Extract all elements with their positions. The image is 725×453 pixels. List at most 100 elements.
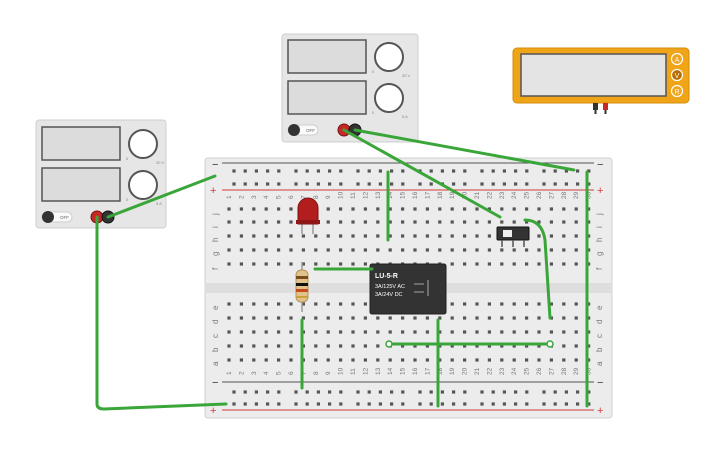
breadboard-hole[interactable] — [537, 344, 541, 348]
rail-hole[interactable] — [491, 402, 495, 406]
rail-hole[interactable] — [328, 390, 332, 394]
breadboard-hole[interactable] — [388, 234, 392, 238]
rail-hole[interactable] — [356, 169, 360, 173]
wire-endpoint-left[interactable] — [385, 340, 393, 348]
breadboard-hole[interactable] — [239, 344, 243, 348]
breadboard-hole[interactable] — [500, 344, 504, 348]
breadboard-hole[interactable] — [314, 330, 318, 334]
rail-hole[interactable] — [243, 390, 247, 394]
breadboard-hole[interactable] — [413, 220, 417, 224]
breadboard-hole[interactable] — [587, 234, 591, 238]
breadboard-hole[interactable] — [289, 330, 293, 334]
breadboard-hole[interactable] — [413, 330, 417, 334]
rail-hole[interactable] — [232, 169, 236, 173]
rail-hole[interactable] — [390, 402, 394, 406]
breadboard-hole[interactable] — [388, 207, 392, 211]
breadboard-hole[interactable] — [549, 248, 553, 252]
breadboard-hole[interactable] — [562, 207, 566, 211]
rail-hole[interactable] — [553, 182, 557, 186]
breadboard-hole[interactable] — [252, 358, 256, 362]
breadboard-hole[interactable] — [277, 262, 281, 266]
rail-hole[interactable] — [277, 182, 281, 186]
breadboard-hole[interactable] — [587, 344, 591, 348]
breadboard-hole[interactable] — [289, 207, 293, 211]
rail-hole[interactable] — [294, 182, 298, 186]
breadboard-hole[interactable] — [562, 234, 566, 238]
breadboard-hole[interactable] — [388, 248, 392, 252]
breadboard-hole[interactable] — [463, 262, 467, 266]
breadboard-hole[interactable] — [339, 234, 343, 238]
breadboard-hole[interactable] — [512, 330, 516, 334]
breadboard-hole[interactable] — [326, 330, 330, 334]
breadboard-hole[interactable] — [475, 234, 479, 238]
rail-hole[interactable] — [542, 182, 546, 186]
rail-hole[interactable] — [243, 402, 247, 406]
breadboard-hole[interactable] — [450, 262, 454, 266]
breadboard-hole[interactable] — [512, 344, 516, 348]
breadboard-hole[interactable] — [549, 302, 553, 306]
rail-hole[interactable] — [452, 182, 456, 186]
slide-switch[interactable] — [496, 226, 530, 247]
rail-hole[interactable] — [525, 402, 529, 406]
breadboard-hole[interactable] — [252, 234, 256, 238]
breadboard-hole[interactable] — [363, 220, 367, 224]
breadboard-hole[interactable] — [574, 358, 578, 362]
breadboard-hole[interactable] — [587, 316, 591, 320]
breadboard-hole[interactable] — [525, 358, 529, 362]
breadboard-hole[interactable] — [537, 248, 541, 252]
breadboard-hole[interactable] — [388, 316, 392, 320]
breadboard-hole[interactable] — [301, 316, 305, 320]
breadboard-hole[interactable] — [239, 316, 243, 320]
breadboard-hole[interactable] — [587, 302, 591, 306]
rail-hole[interactable] — [367, 390, 371, 394]
breadboard-hole[interactable] — [438, 344, 442, 348]
breadboard-hole[interactable] — [425, 330, 429, 334]
breadboard-hole[interactable] — [425, 316, 429, 320]
breadboard-hole[interactable] — [252, 248, 256, 252]
breadboard-hole[interactable] — [549, 234, 553, 238]
rail-hole[interactable] — [367, 169, 371, 173]
breadboard-hole[interactable] — [537, 220, 541, 224]
breadboard-hole[interactable] — [500, 302, 504, 306]
breadboard-hole[interactable] — [227, 262, 231, 266]
breadboard-hole[interactable] — [277, 220, 281, 224]
breadboard-hole[interactable] — [314, 248, 318, 252]
breadboard-hole[interactable] — [289, 316, 293, 320]
breadboard-hole[interactable] — [363, 358, 367, 362]
wire-psu-top-positive-to-switch[interactable] — [342, 128, 502, 219]
rail-hole[interactable] — [587, 390, 591, 394]
breadboard-hole[interactable] — [438, 358, 442, 362]
breadboard-hole[interactable] — [227, 330, 231, 334]
breadboard-hole[interactable] — [438, 316, 442, 320]
rail-hole[interactable] — [418, 182, 422, 186]
breadboard-hole[interactable] — [574, 248, 578, 252]
breadboard-hole[interactable] — [487, 358, 491, 362]
breadboard-hole[interactable] — [413, 248, 417, 252]
breadboard-hole[interactable] — [326, 207, 330, 211]
breadboard-hole[interactable] — [239, 248, 243, 252]
breadboard-hole[interactable] — [549, 220, 553, 224]
breadboard-hole[interactable] — [277, 248, 281, 252]
rail-hole[interactable] — [294, 390, 298, 394]
breadboard-hole[interactable] — [574, 262, 578, 266]
rail-hole[interactable] — [480, 182, 484, 186]
breadboard-hole[interactable] — [376, 344, 380, 348]
breadboard-hole[interactable] — [339, 344, 343, 348]
breadboard-hole[interactable] — [264, 302, 268, 306]
breadboard-hole[interactable] — [425, 248, 429, 252]
breadboard-hole[interactable] — [475, 344, 479, 348]
breadboard-hole[interactable] — [549, 207, 553, 211]
breadboard-hole[interactable] — [289, 234, 293, 238]
breadboard-hole[interactable] — [326, 220, 330, 224]
breadboard-hole[interactable] — [351, 248, 355, 252]
breadboard-hole[interactable] — [363, 344, 367, 348]
breadboard-hole[interactable] — [401, 248, 405, 252]
breadboard-hole[interactable] — [227, 220, 231, 224]
rail-hole[interactable] — [429, 182, 433, 186]
breadboard-hole[interactable] — [239, 234, 243, 238]
breadboard-hole[interactable] — [463, 344, 467, 348]
breadboard-hole[interactable] — [314, 344, 318, 348]
breadboard-hole[interactable] — [463, 302, 467, 306]
breadboard-hole[interactable] — [326, 358, 330, 362]
rail-hole[interactable] — [553, 169, 557, 173]
